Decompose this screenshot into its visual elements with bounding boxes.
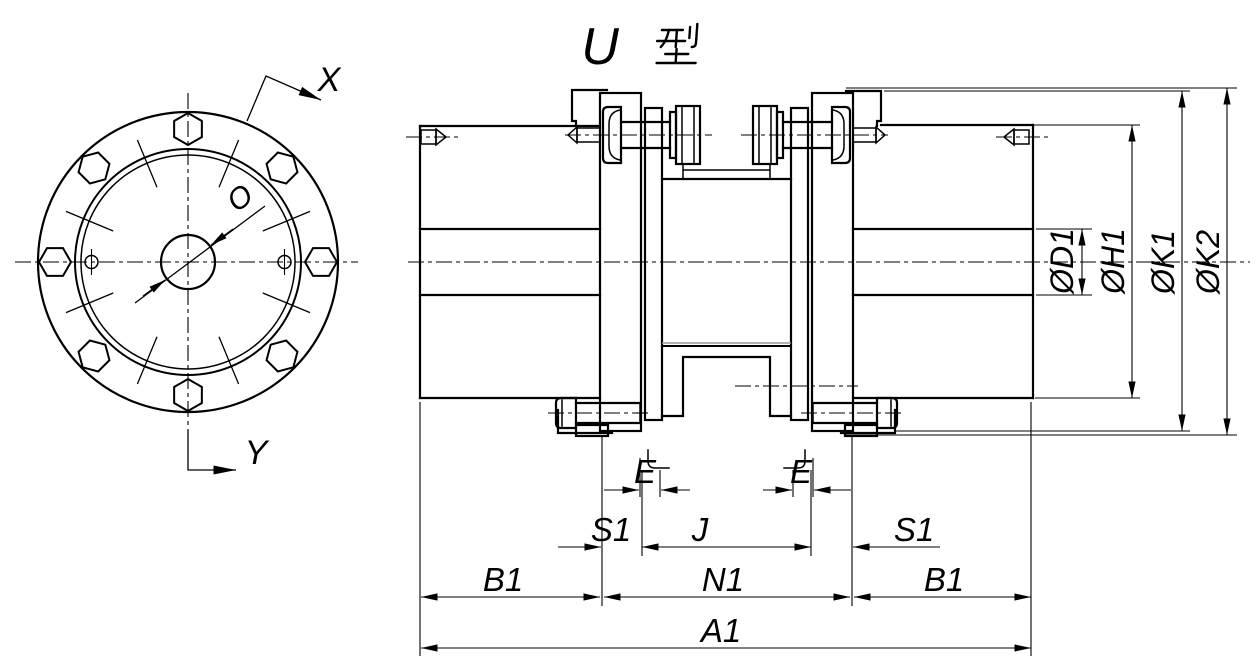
dim-k1: ØK1 (1145, 91, 1186, 431)
section-view (406, 88, 1250, 469)
dim-label-s1-left: S1 (591, 511, 631, 548)
dim-h1: ØH1 (1095, 125, 1136, 398)
dim-label-s1-right: S1 (894, 511, 934, 548)
dim-label-e-right: E (790, 453, 813, 490)
dim-d1: ØD1 (1044, 228, 1086, 295)
dim-label-k1: ØK1 (1145, 230, 1181, 295)
dim-label-n1: N1 (702, 561, 744, 598)
bore-dim-label: O (221, 178, 260, 218)
front-view: X Y O (15, 61, 358, 475)
dim-label-j: J (691, 511, 709, 548)
bottom-bolt-left (548, 396, 670, 469)
dim-label-b1-right: B1 (924, 561, 964, 598)
dim-b1-left: B1 (421, 561, 600, 601)
right-hub (851, 123, 1050, 400)
flange-plates (598, 91, 855, 433)
bore-dimension-leader: O (134, 178, 266, 304)
dim-a1: A1 (421, 612, 1031, 652)
dim-s1-left: S1 (558, 511, 631, 551)
dim-b1-right: B1 (854, 561, 1031, 601)
y-axis-leader: Y (187, 430, 270, 475)
extension-lines (419, 87, 1237, 656)
dim-label-h1: ØH1 (1095, 228, 1131, 295)
flange-side-holes (84, 249, 292, 275)
dim-s1-right: S1 (853, 511, 940, 551)
bore-circle (159, 233, 217, 291)
dim-e-right: E (763, 453, 851, 494)
bolt-hexagons (37, 111, 339, 413)
view-type-label-u: U (581, 18, 619, 76)
grease-nipple-icon (852, 125, 887, 145)
bottom-bolt-right (783, 396, 905, 469)
x-axis-leader: X (246, 61, 342, 122)
front-centerlines (15, 93, 358, 430)
dim-label-a1: A1 (699, 612, 741, 649)
dim-n1: N1 (604, 561, 850, 601)
spline-tick-marks (65, 139, 311, 385)
grease-nipple-icon (406, 127, 460, 147)
hex-bolt-head (77, 151, 111, 185)
dim-e-left: E (604, 453, 690, 494)
dim-k2: ØK2 (1190, 88, 1231, 435)
dim-label-d1: ØD1 (1044, 228, 1080, 295)
middle-sleeve (660, 163, 858, 418)
view-type-label: U (581, 18, 699, 76)
hex-bolt-head (77, 339, 111, 373)
u-notch (660, 355, 793, 418)
top-bolt-right (741, 104, 888, 166)
cover-ring (556, 88, 897, 435)
left-hub (406, 124, 602, 400)
y-axis-label: Y (245, 434, 270, 472)
hex-bolt-head (265, 151, 299, 185)
hex-bolt-head (265, 339, 299, 373)
grease-nipple-icon (996, 127, 1050, 147)
dim-j: J (642, 511, 811, 551)
view-type-label-xing-glyph (655, 22, 699, 65)
top-bolt-left (565, 104, 712, 166)
x-axis-label: X (317, 61, 342, 99)
dim-label-b1-left: B1 (483, 561, 523, 598)
dimensions: E E S1 J S1 B1 N1 B1 (419, 87, 1237, 656)
grease-nipple-icon (566, 125, 601, 145)
dim-label-e-left: E (634, 453, 657, 490)
dim-label-k2: ØK2 (1190, 230, 1226, 295)
